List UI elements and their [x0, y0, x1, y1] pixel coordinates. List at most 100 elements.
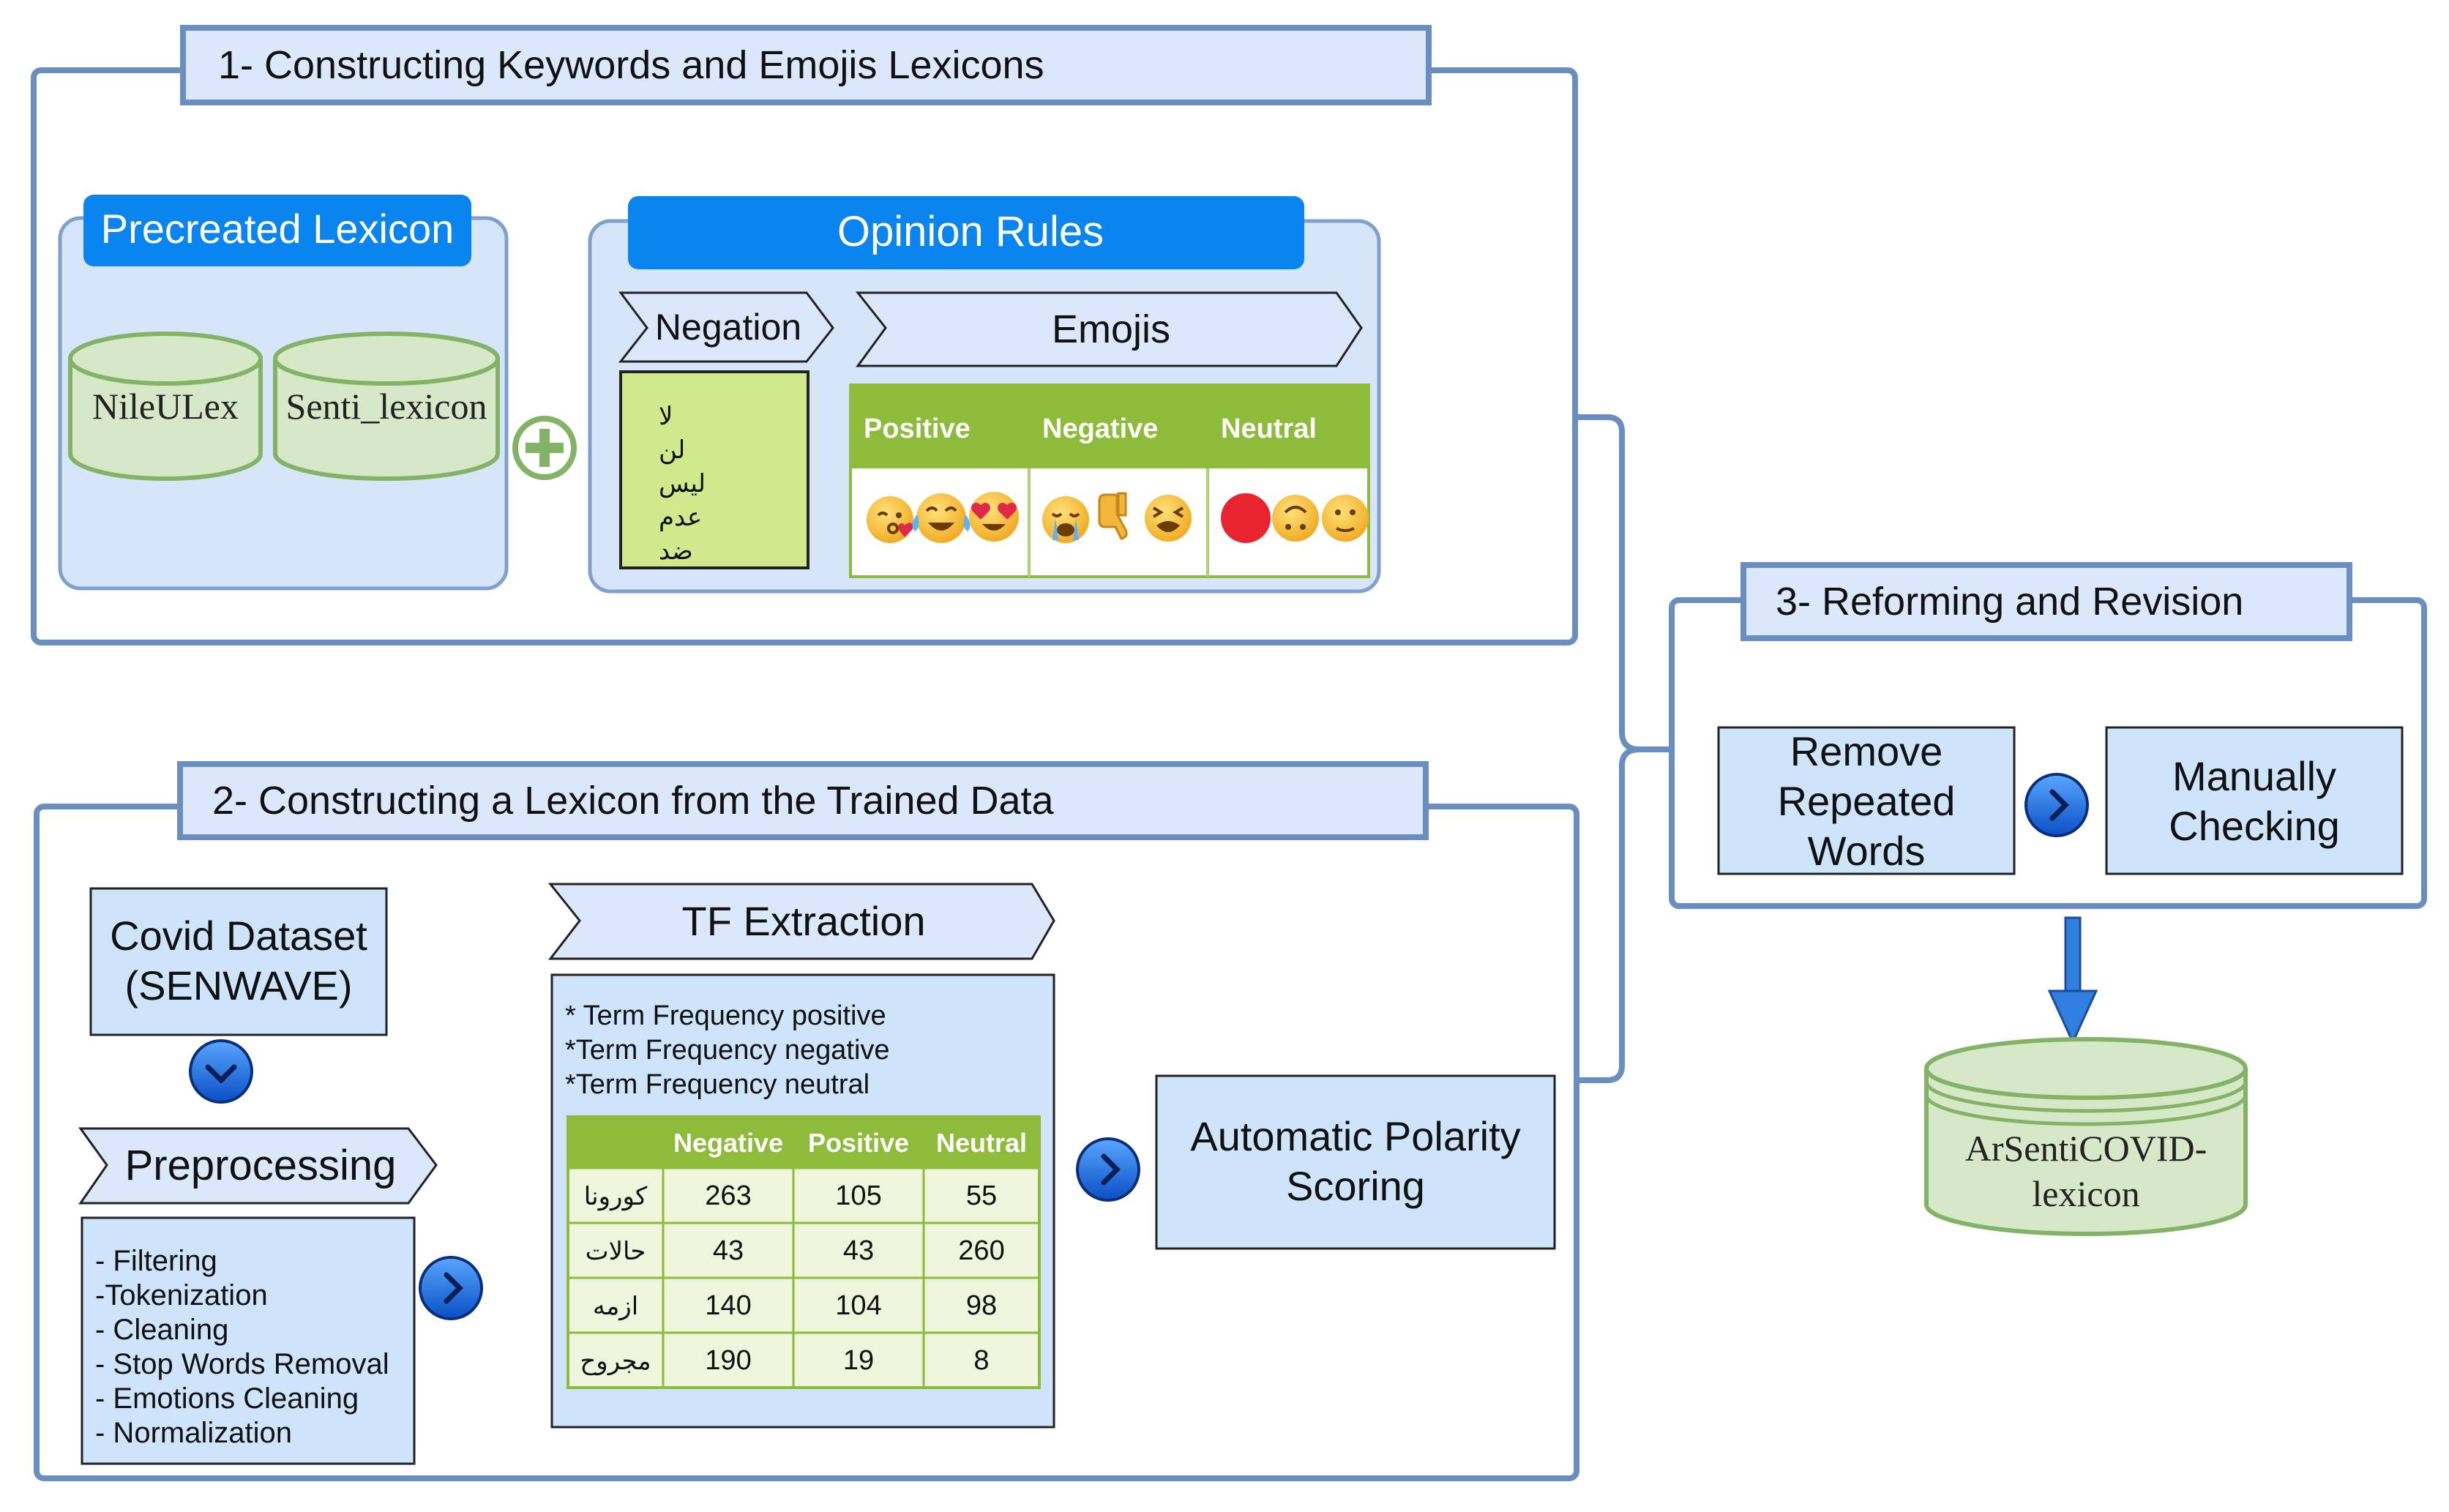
section-1-title: 1- Constructing Keywords and Emojis Lexi… [218, 43, 1044, 87]
tears-of-joy-face-icon [912, 493, 971, 543]
nileulex-label: NileULex [92, 386, 239, 427]
tired-face-icon [1145, 495, 1192, 542]
negation-word: ضد [659, 537, 693, 565]
down-arrow-icon [2047, 916, 2098, 1045]
preprocessing-step: - Filtering [95, 1245, 217, 1277]
senti-lexicon-label: Senti_lexicon [286, 386, 487, 427]
preprocessing-step: - Stop Words Removal [95, 1348, 389, 1380]
tf-table-term: حالات [586, 1238, 646, 1265]
section-2-title-box [177, 761, 1429, 840]
precreated-title-box [83, 195, 471, 266]
tf-notes-list: * Term Frequency positive *Term Frequency… [565, 1000, 890, 1100]
tf-note: *Term Frequency negative [565, 1035, 890, 1066]
arsenticovid-database-icon [1924, 1037, 2248, 1236]
manual-line1: Manually [2172, 753, 2336, 799]
section-connector [1575, 414, 1672, 1083]
polarity-scoring-line1: Automatic Polarity [1190, 1113, 1520, 1159]
neutral-face-icon [1322, 495, 1369, 542]
tf-table-header-row [568, 1117, 1039, 1168]
preprocessing-step: - Cleaning [95, 1314, 228, 1346]
negation-words-list: لا لن ليس عدم ضد [659, 403, 706, 565]
remove-line2: Repeated [1778, 778, 1956, 824]
covid-dataset-box [89, 887, 388, 1036]
tf-table-value: 19 [843, 1345, 874, 1376]
upside-down-face-icon [1272, 495, 1319, 542]
negation-word: لن [659, 436, 685, 465]
section-3-title-box [1741, 562, 2352, 641]
preprocessing-step: - Emotions Cleaning [95, 1382, 359, 1415]
covid-dataset-line2: (SENWAVE) [124, 962, 352, 1008]
remove-repeated-words-box [1717, 726, 2016, 875]
tf-table-header: Negative [673, 1128, 783, 1158]
preprocessing-label: Preprocessing [125, 1142, 397, 1189]
tf-table-header: Neutral [936, 1128, 1027, 1158]
manual-line2: Checking [2169, 803, 2339, 849]
preprocessing-chevron [78, 1127, 438, 1205]
negation-word: لا [659, 403, 673, 430]
remove-line3: Words [1808, 828, 1926, 874]
tf-table-value: 8 [973, 1345, 989, 1376]
tf-table-value: 98 [966, 1290, 997, 1321]
table-row [567, 1167, 1041, 1224]
tf-table-term: كورونا [584, 1183, 648, 1211]
output-db-line1: ArSentiCOVID- [1965, 1128, 2207, 1169]
negation-words-box [619, 370, 810, 569]
preprocessing-steps-list: - Filtering-Tokenization- Cleaning- Stop… [95, 1245, 389, 1449]
section-3: 3- Reforming and Revision Remove Repeate… [1669, 562, 2427, 909]
tf-table-value: 263 [705, 1180, 751, 1211]
tf-table-term: ازمه [593, 1292, 638, 1321]
kissing-face-icon [867, 496, 913, 543]
emojis-label: Emojis [1052, 307, 1170, 351]
negation-word: عدم [659, 504, 702, 532]
chevron-down-icon [189, 1039, 253, 1104]
tf-extraction-chevron [547, 883, 1055, 960]
tf-table-value: 190 [705, 1345, 751, 1376]
emoji-header-neutral: Neutral [1221, 413, 1317, 444]
polarity-scoring-line2: Scoring [1286, 1163, 1425, 1209]
tf-table-value: 260 [958, 1235, 1004, 1266]
manually-checking-box [2105, 726, 2404, 875]
opinion-rules-title-box [628, 196, 1304, 269]
covid-dataset-line1: Covid Dataset [110, 913, 367, 959]
negation-label: Negation [655, 307, 801, 348]
term-frequency-table: Negative Positive Neutral كورونا 263 105 55 حال… [567, 1115, 1041, 1389]
tf-table-value: 140 [705, 1290, 751, 1321]
section-2-title: 2- Constructing a Lexicon from the Train… [212, 779, 1055, 823]
chevron-right-icon [1076, 1137, 1140, 1202]
remove-line1: Remove [1790, 728, 1943, 774]
section-1: 1- Constructing Keywords and Emojis Lexi… [31, 25, 1578, 645]
emoji-table [849, 383, 1370, 578]
preprocessing-steps-box [81, 1216, 416, 1465]
tf-table-value: 43 [843, 1235, 874, 1266]
tf-table-header: Positive [808, 1128, 909, 1158]
preprocessing-step: - Normalization [95, 1417, 292, 1449]
output-db-line2: lexicon [2032, 1173, 2139, 1214]
senti-lexicon-database-icon [273, 332, 500, 481]
thumbs-down-icon [1098, 492, 1128, 540]
emoji-header-positive: Positive [864, 413, 971, 444]
heart-eyes-face-icon [969, 492, 1019, 542]
tf-table-value: 55 [966, 1180, 997, 1211]
tf-table-value: 43 [713, 1235, 744, 1266]
tf-table-value: 105 [835, 1180, 881, 1211]
nileulex-database-icon [68, 332, 263, 481]
crying-face-icon [1042, 496, 1089, 543]
tf-extraction-label: TF Extraction [682, 898, 926, 944]
preprocessing-step: -Tokenization [95, 1279, 268, 1311]
chevron-right-icon [419, 1256, 483, 1320]
opinion-rules-title: Opinion Rules [837, 208, 1104, 255]
tf-table-term: مجروح [580, 1347, 651, 1376]
emojis-chevron [855, 291, 1363, 367]
precreated-title: Precreated Lexicon [101, 206, 455, 252]
negation-chevron [618, 291, 834, 363]
tf-note: * Term Frequency positive [565, 1000, 886, 1031]
negation-word: ليس [659, 470, 706, 498]
emoji-header-negative: Negative [1042, 413, 1158, 444]
red-circle-icon [1221, 493, 1271, 543]
plus-icon [512, 416, 577, 480]
polarity-scoring-box [1155, 1074, 1556, 1250]
tf-note: *Term Frequency neutral [565, 1069, 870, 1100]
section-3-title: 3- Reforming and Revision [1776, 580, 2243, 624]
chevron-right-icon [2024, 773, 2089, 837]
